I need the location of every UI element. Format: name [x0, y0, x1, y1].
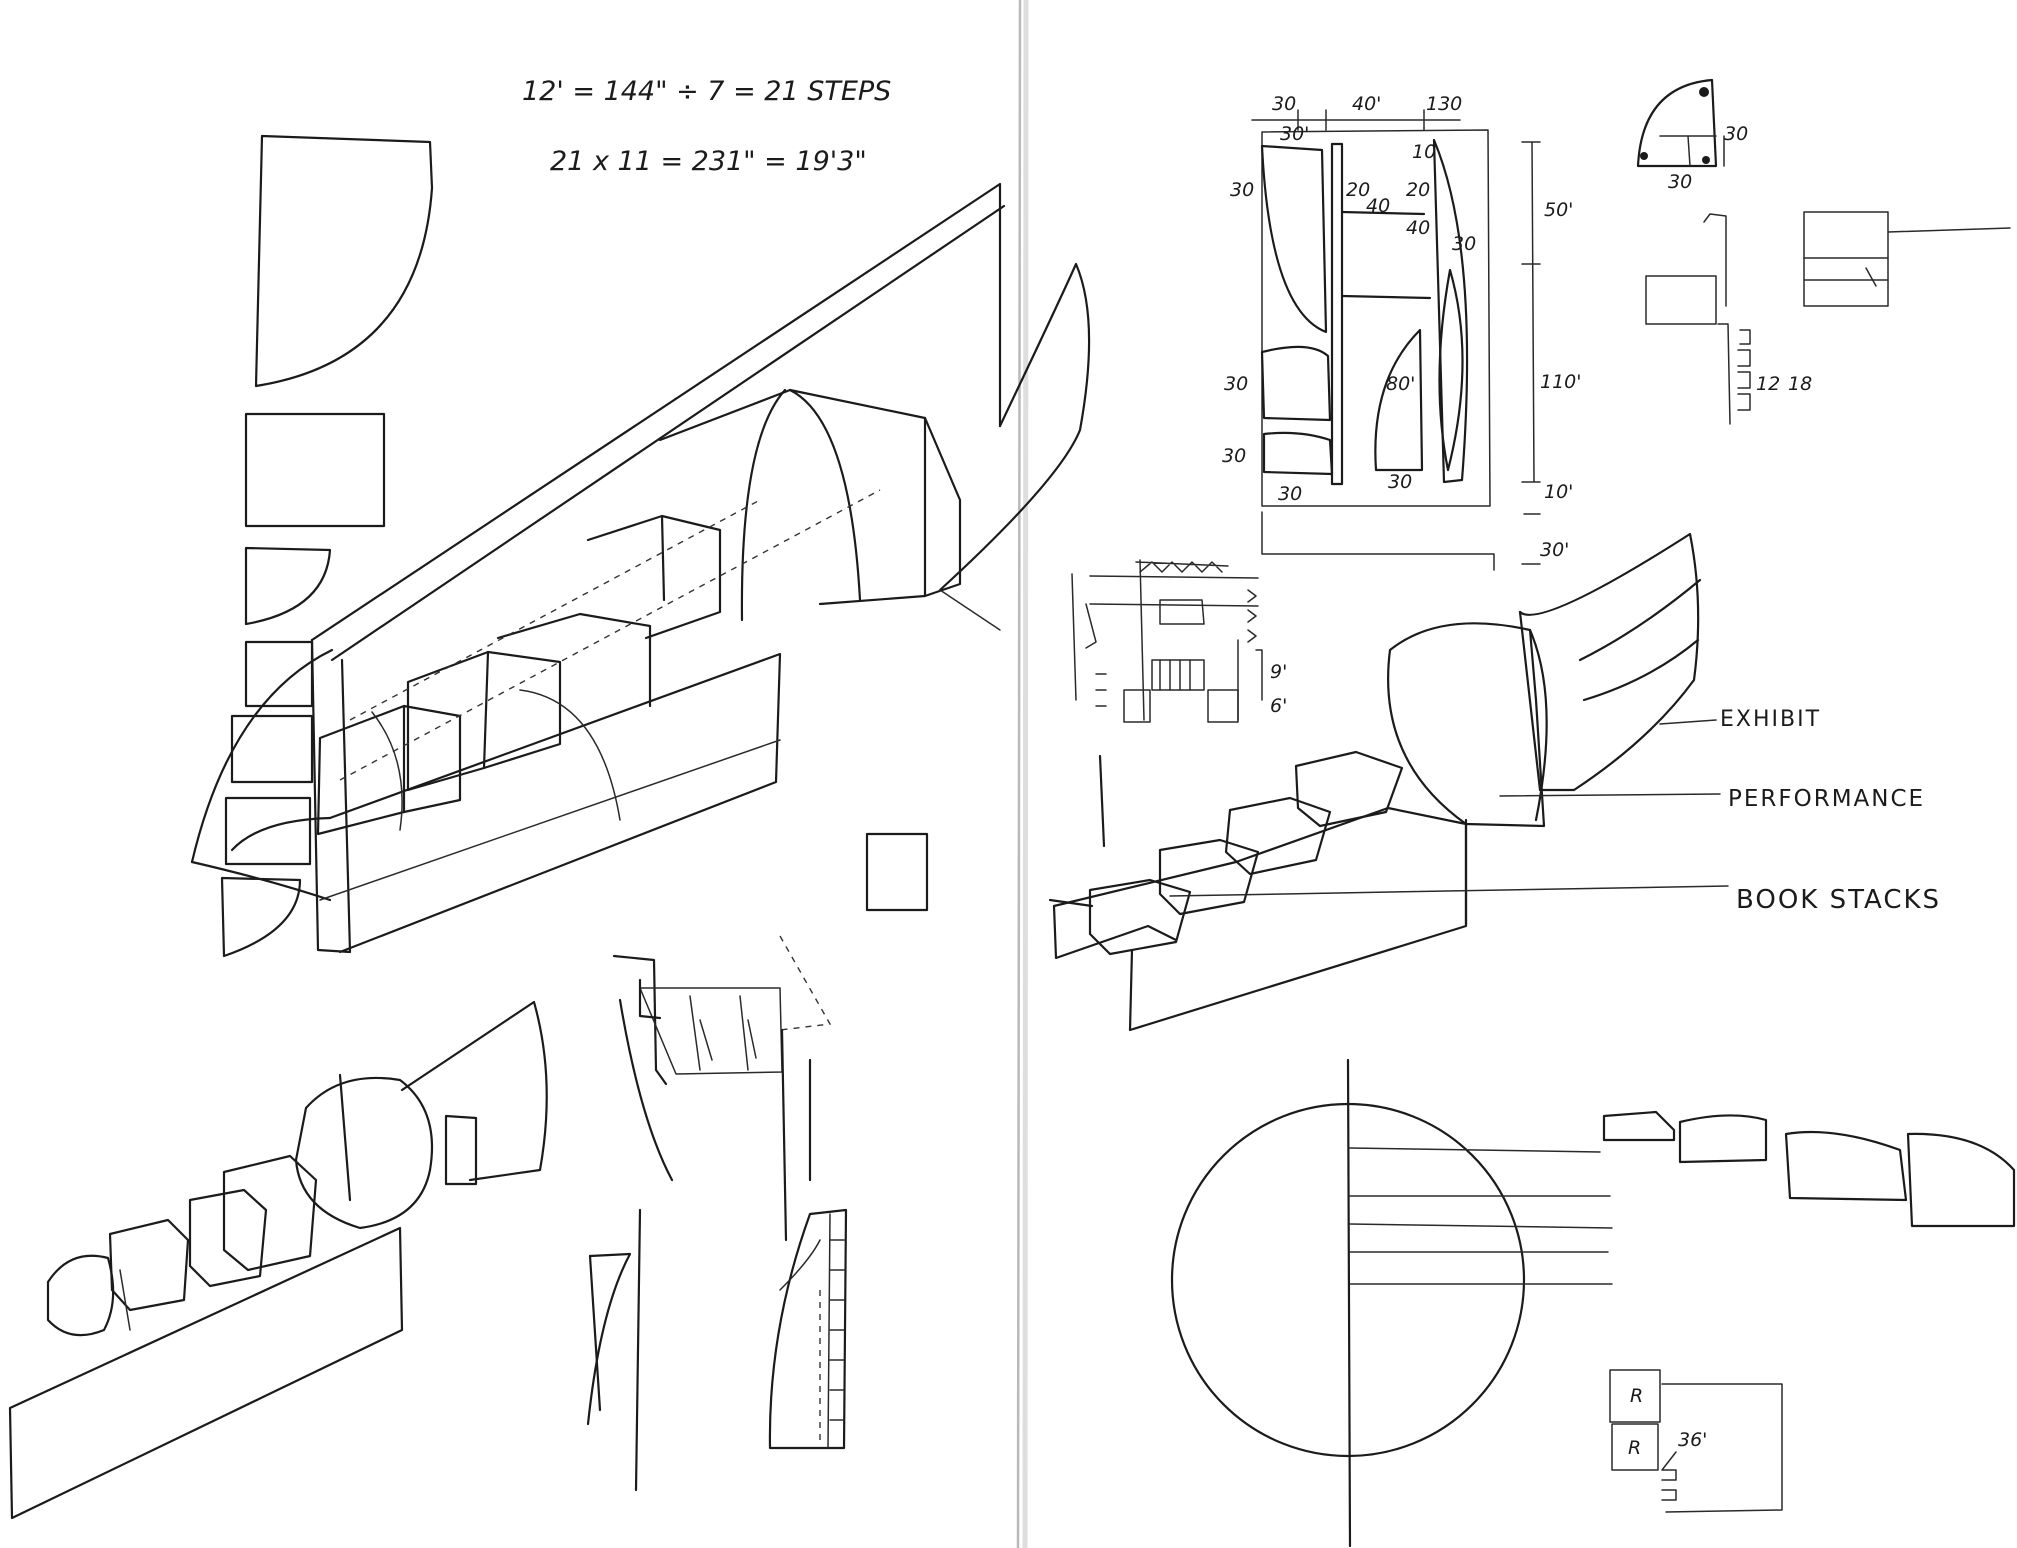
circle-diagram [1170, 1058, 2016, 1548]
section-shapes-column [220, 134, 434, 958]
note-line-2: 21 x 11 = 231" = 19'3" [550, 146, 867, 177]
tower-section-sketch [768, 1208, 848, 1450]
program-perspective-sketch: EXHIBIT PERFORMANCE BOOK STACKS [1048, 532, 1941, 1032]
dim-room-36: 36' [1678, 1429, 1707, 1451]
label-exhibit: EXHIBIT [1720, 707, 1821, 732]
dim-left-30c: 30 [1222, 445, 1246, 467]
label-book-stacks: BOOK STACKS [1736, 885, 1941, 915]
dim-right-30: 30' [1540, 539, 1569, 561]
dim-inner-20: 20 [1346, 179, 1370, 201]
r-rooms-sketch: R R 36' [1609, 1369, 1783, 1513]
dim-right-10: 10' [1544, 481, 1573, 503]
dim-right-110: 110' [1540, 371, 1582, 393]
dim-col-10: 10 [1412, 141, 1436, 163]
dim-small-6: 6' [1270, 695, 1287, 717]
dim-quarter-30b: 30 [1668, 171, 1692, 193]
small-plan-sketch-right: 9' 6' [1071, 559, 1287, 723]
dim-bottom-30: 30 [1278, 483, 1302, 505]
dim-top-30b: 130 [1426, 93, 1462, 115]
dim-stair-18: 18 [1788, 373, 1812, 395]
dim-top-40: 40' [1352, 93, 1381, 115]
large-perspective-sketch [190, 182, 1091, 954]
dim-sub-30: 30' [1280, 123, 1309, 145]
label-performance: PERFORMANCE [1728, 786, 1925, 812]
stair-section-detail: 12 18 [1645, 211, 2011, 425]
dim-quarter-30a: 30 [1724, 123, 1748, 145]
small-square-sketch [865, 832, 929, 912]
dim-inner-30-right: 30 [1452, 233, 1476, 255]
floor-plan-dimensioned: 30 40' 130 30' 30 30 30 30 20 40 80' 30 … [1222, 93, 1582, 571]
dim-inner-80: 80' [1386, 373, 1415, 395]
dim-left-30a: 30 [1230, 179, 1254, 201]
room-r-1: R [1630, 1385, 1643, 1407]
dim-inner-30: 30 [1388, 471, 1412, 493]
dim-left-30b: 30 [1224, 373, 1248, 395]
dim-col-40: 40 [1406, 217, 1430, 239]
sketchbook-gutter [1016, 0, 1029, 1548]
small-plan-sketch-left [612, 935, 832, 1242]
dim-inner-40: 40 [1366, 195, 1390, 217]
dim-small-9: 9' [1270, 661, 1287, 683]
blade-section-sketch [586, 1208, 642, 1492]
dim-right-50: 50' [1544, 199, 1573, 221]
dim-col-20: 20 [1406, 179, 1430, 201]
quarter-circle-detail: 30 30 [1636, 78, 1748, 193]
note-line-1: 12' = 144" ÷ 7 = 21 STEPS [522, 76, 891, 107]
dim-top-30a: 30 [1272, 93, 1296, 115]
lower-massing-sketch [8, 1000, 548, 1520]
stair-calculation-notes: 12' = 144" ÷ 7 = 21 STEPS 21 x 11 = 231"… [522, 76, 891, 177]
dim-stair-12: 12 [1756, 373, 1780, 395]
room-r-2: R [1628, 1437, 1641, 1459]
